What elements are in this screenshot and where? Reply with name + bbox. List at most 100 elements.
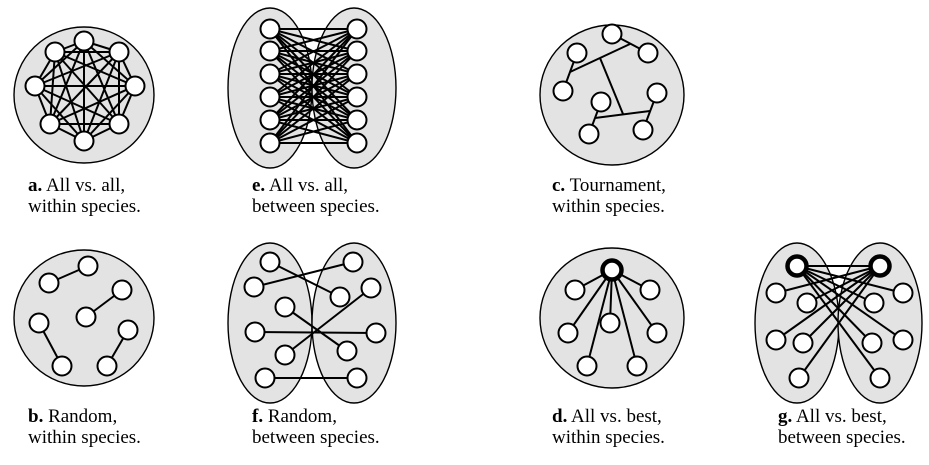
caption-e-title: All vs. all, [268,175,349,196]
individual-node [329,286,351,308]
individual-node [863,292,885,314]
individual-node [792,332,814,354]
individual-node [336,340,358,362]
individual-node [646,322,668,344]
individual-node [796,292,818,314]
interaction-edge [269,73,358,144]
caption-e-subtitle: between species. [252,196,380,217]
interaction-edge [775,265,881,294]
individual-node [346,86,368,108]
individual-node [73,130,95,152]
individual-node [259,18,281,40]
individual-node [274,344,296,366]
individual-node [75,306,97,328]
individual-node [244,321,266,343]
panel-g-graph [754,242,923,404]
individual-node [38,272,60,294]
individual-node [259,40,281,62]
interaction-edge [796,265,873,344]
individual-node [646,82,668,104]
interaction-edge [269,50,358,144]
interaction-edge [34,85,85,142]
interaction-edge [49,85,136,125]
interaction-edge [796,265,904,294]
individual-node [626,355,648,377]
caption-a-letter: a. [28,175,43,196]
individual-node [599,312,621,334]
caption-c-title: Tournament, [569,175,666,196]
individual-node [365,322,387,344]
individual-node [564,279,586,301]
individual-node [576,355,598,377]
individual-node [892,282,914,304]
interaction-edge [83,40,136,87]
interaction-edge [269,28,358,98]
individual-node [557,322,579,344]
interaction-edge [34,51,120,87]
individual-node [108,113,130,135]
caption-d-subtitle: within species. [552,427,665,448]
panel-c-graph [539,23,685,166]
interaction-edge [49,51,56,125]
caption-d: d. All vs. best, within species. [552,406,665,448]
individual-node [637,42,659,64]
interaction-edge [798,265,881,379]
caption-f-subtitle: between species. [252,427,380,448]
individual-node [259,251,281,273]
individual-node [243,276,265,298]
individual-node [360,277,382,299]
individual-node [117,319,139,341]
individual-node [96,355,118,377]
individual-node [28,312,50,334]
individual-node [346,18,368,40]
interaction-edge [253,261,354,288]
individual-node [124,75,146,97]
interaction-edge [83,85,136,142]
interaction-edge [269,261,341,298]
caption-e: e. All vs. all, between species. [252,175,380,217]
caption-g-subtitle: between species. [778,427,906,448]
caption-c: c. Tournament, within species. [552,175,666,217]
individual-node [44,41,66,63]
caption-g-title: All vs. best, [795,406,887,427]
individual-node [51,355,73,377]
panel-b-graph [13,249,155,387]
interaction-edge [269,28,358,75]
individual-node [259,63,281,85]
tournament-bracket-line [594,110,651,119]
individual-node [346,367,368,389]
caption-f: f. Random, between species. [252,406,380,448]
interaction-edge [54,51,120,125]
interaction-edge [269,28,358,121]
individual-node [274,296,296,318]
best-individual-node [600,258,624,282]
interaction-edge [567,269,613,334]
individual-node [39,113,61,135]
individual-node [788,367,810,389]
individual-node [765,282,787,304]
caption-d-title: All vs. best, [571,406,662,427]
interaction-edge [796,265,875,304]
individual-node [254,367,276,389]
individual-node [259,86,281,108]
interaction-edge [34,40,85,87]
individual-node [765,329,787,351]
interaction-edge [54,51,85,142]
individual-node [77,255,99,277]
caption-a: a. All vs. all, within species. [28,175,141,217]
panel-a-graph [13,26,155,164]
caption-c-subtitle: within species. [552,196,665,217]
interaction-edge [269,28,358,52]
individual-node [111,279,133,301]
individual-node [259,109,281,131]
interaction-edge [284,287,372,356]
individual-node [346,109,368,131]
individual-node [601,23,623,45]
individual-node [590,91,612,113]
individual-node [342,251,364,273]
individual-node [566,42,588,64]
caption-e-letter: e. [252,175,266,196]
individual-node [346,40,368,62]
caption-g: g. All vs. best, between species. [778,406,906,448]
